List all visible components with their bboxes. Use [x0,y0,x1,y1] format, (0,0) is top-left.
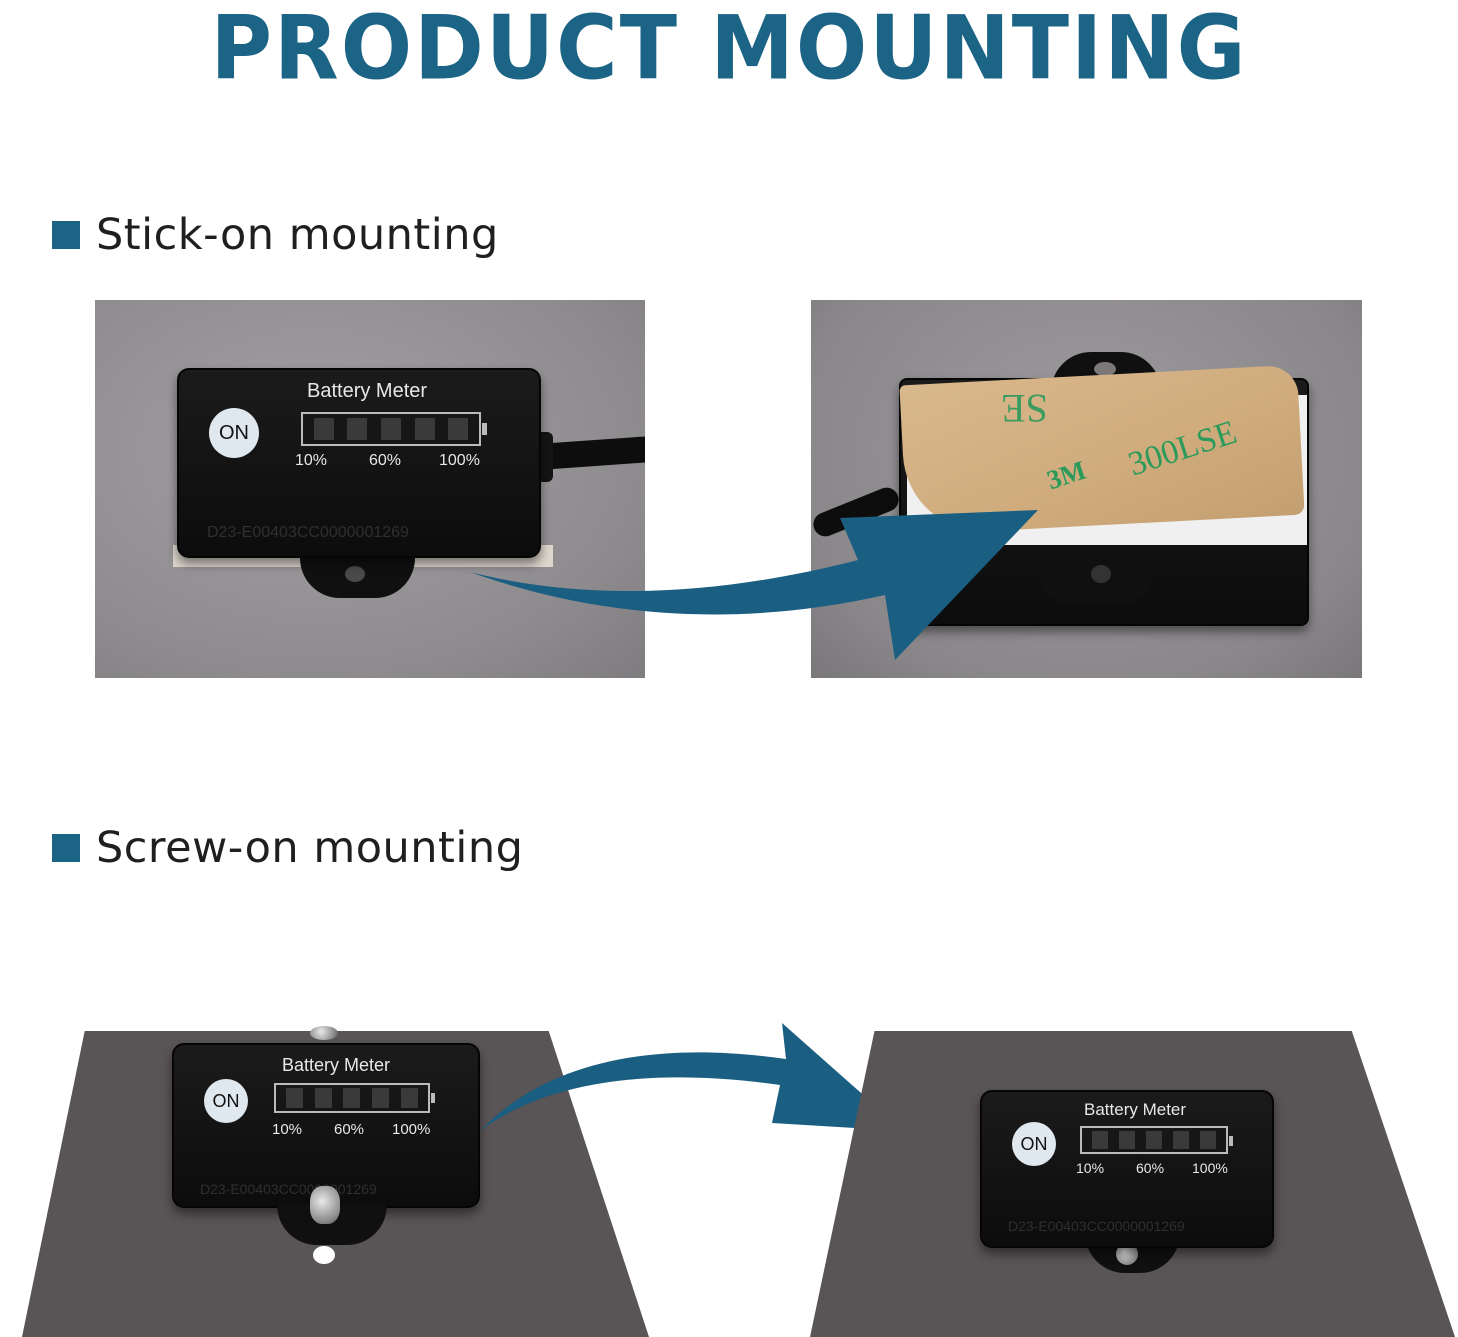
battery-meter-device: Battery Meter ON 10% 60% 100% D23-E00403… [980,1090,1274,1248]
level-cell [1173,1131,1190,1149]
serial-number: D23-E00403CC0000001269 [1008,1218,1185,1234]
level-label-60: 60% [334,1121,365,1138]
level-cell [414,418,435,440]
level-label-10: 10% [272,1121,303,1138]
level-cell [347,418,368,440]
level-cell [1118,1131,1135,1149]
stick-on-heading: Stick-on mounting [52,205,499,265]
device-label: Battery Meter [1084,1100,1187,1119]
tape-print-reversed: SE [1001,386,1048,431]
mounting-hole [345,566,365,582]
level-label-10: 10% [1076,1160,1105,1176]
level-label-60: 60% [369,452,402,469]
level-label-100: 100% [392,1121,431,1138]
screw-on-heading-label: Screw-on mounting [96,823,524,873]
level-cell [1200,1131,1217,1149]
screw-on-heading: Screw-on mounting [52,818,523,878]
battery-meter-device: Battery Meter ON 10% 60% 100% D23-E00403… [172,1043,480,1208]
level-label-100: 100% [439,452,480,469]
serial-number: D23-E00403CC0000001269 [200,1181,377,1197]
stick-on-front-photo: Battery Meter ON 10% 60% 100% D23-E00403… [95,300,645,678]
battery-nub [482,423,487,435]
curved-arrow-icon [480,1023,904,1131]
serial-number: D23-E00403CC0000001269 [207,524,409,541]
level-cell [1145,1131,1162,1149]
battery-level-bars [1080,1126,1233,1154]
device-label: Battery Meter [282,1055,391,1075]
level-cell [372,1088,390,1108]
square-bullet-icon [52,834,80,862]
level-cell [401,1088,419,1108]
level-cell [380,418,401,440]
level-cell [314,1088,332,1108]
level-cell [448,418,469,440]
mounting-hole-bottom [1091,565,1111,583]
on-badge: ON [1012,1122,1056,1166]
on-badge: ON [209,408,259,458]
on-badge: ON [204,1079,248,1123]
battery-level-bars [301,412,487,446]
battery-level-bars [274,1083,435,1113]
device-label: Battery Meter [307,380,428,402]
screw [1116,1243,1138,1265]
square-bullet-icon [52,221,80,249]
level-label-100: 100% [1192,1160,1228,1176]
stick-on-heading-label: Stick-on mounting [96,210,499,260]
level-cell [343,1088,361,1108]
screw-top [310,1026,338,1040]
battery-nub [431,1093,435,1103]
level-label-60: 60% [1136,1160,1165,1176]
level-label-10: 10% [295,452,328,469]
level-cell [285,1088,303,1108]
mounting-hole [1094,362,1116,376]
battery-nub [1229,1136,1233,1146]
level-cell [1091,1131,1108,1149]
level-cell [313,418,334,440]
plate-hole [313,1246,335,1264]
page-title: PRODUCT MOUNTING [210,0,1248,100]
curved-arrow-icon [470,510,1038,660]
battery-meter-device: Battery Meter ON 10% 60% 100% D23-E00403… [177,368,541,558]
screw [310,1186,340,1224]
